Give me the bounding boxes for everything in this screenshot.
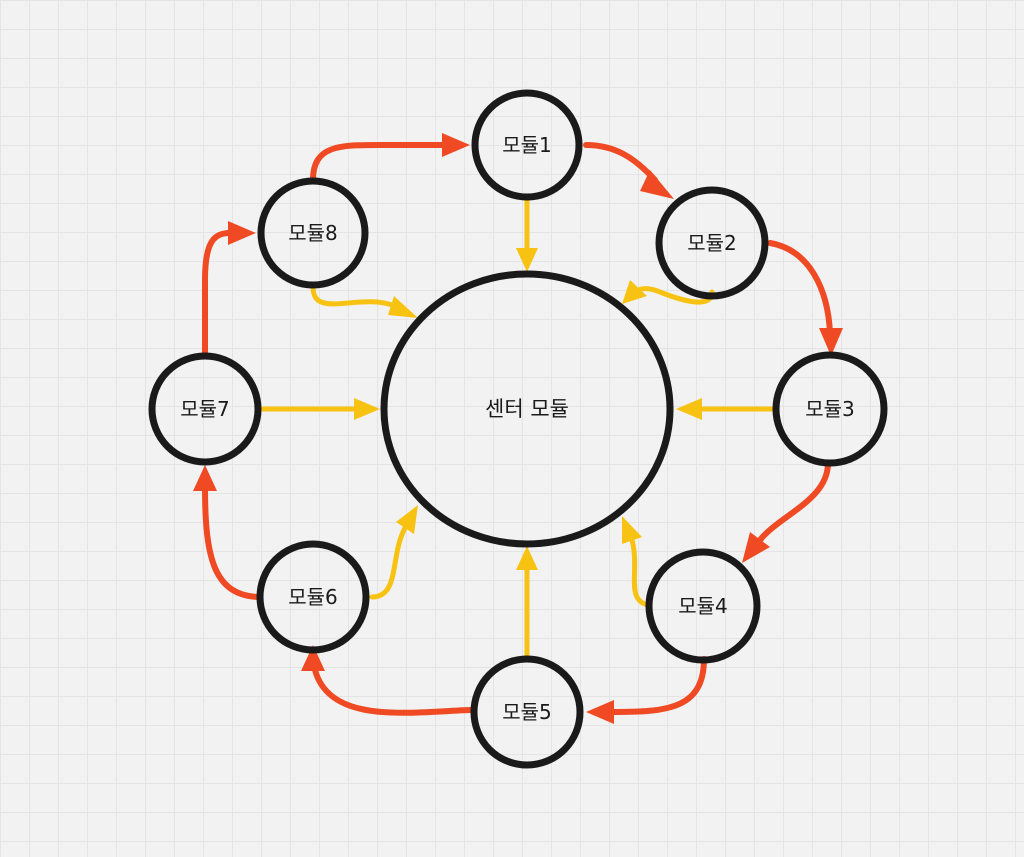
module-label-1: 모듈1 (502, 133, 552, 157)
module-label-5: 모듈5 (502, 700, 552, 724)
module-label-2: 모듈2 (687, 231, 737, 255)
spoke-m6-to-center (369, 505, 418, 600)
spoke-m4-to-center (622, 516, 651, 608)
module-node-1: 모듈1 (471, 89, 583, 201)
module-node-3: 모듈3 (772, 351, 888, 467)
spoke-m1-to-center (516, 195, 538, 272)
edge-m8-to-m1 (310, 133, 470, 183)
edge-m3-to-m4 (742, 460, 831, 563)
edge-m7-to-m8 (202, 221, 256, 359)
module-label-4: 모듈4 (678, 594, 728, 618)
spoke-m3-to-center (676, 398, 778, 420)
module-node-7: 모듈7 (148, 352, 262, 466)
module-label-3: 모듈3 (805, 397, 855, 421)
spoke-m5-to-center (516, 546, 538, 662)
module-node-8: 모듈8 (257, 177, 369, 289)
module-node-2: 모듈2 (655, 186, 769, 300)
spoke-m8-to-center (310, 284, 418, 318)
module-node-6: 모듈6 (256, 540, 370, 654)
center-module-node: 센터 모듈 (380, 270, 674, 548)
edge-m2-to-m3 (767, 240, 843, 356)
spoke-m2-to-center (622, 280, 715, 305)
edge-m1-to-m2 (583, 142, 674, 199)
module-node-5: 모듈5 (470, 655, 584, 769)
ring-edges (193, 133, 843, 724)
module-label-7: 모듈7 (180, 397, 230, 421)
module-node-4: 모듈4 (645, 548, 761, 664)
module-label-8: 모듈8 (288, 221, 338, 245)
spoke-m7-to-center (257, 398, 380, 420)
center-module-label: 센터 모듈 (485, 397, 569, 421)
spoke-edges (257, 195, 778, 662)
edge-m5-to-m6 (301, 645, 473, 716)
edge-m4-to-m5 (586, 656, 707, 724)
module-label-6: 모듈6 (288, 585, 338, 609)
edge-m6-to-m7 (193, 465, 261, 600)
